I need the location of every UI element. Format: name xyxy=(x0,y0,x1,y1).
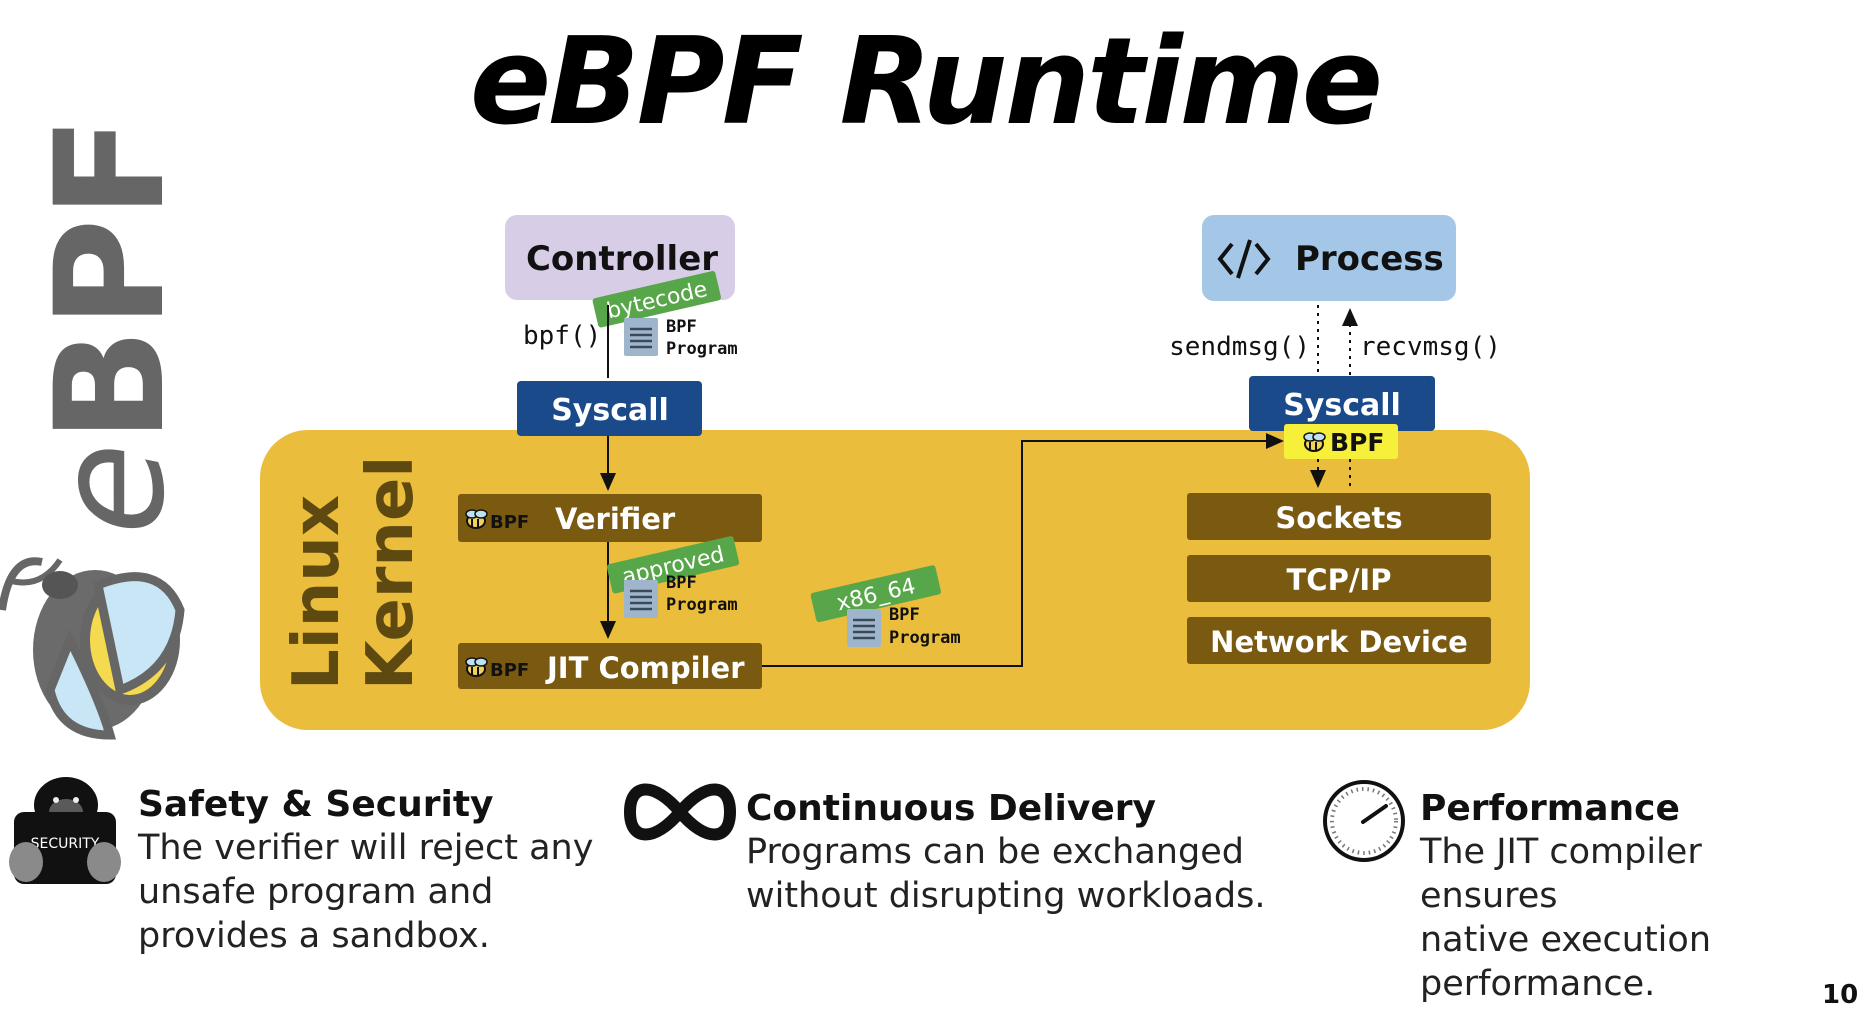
controller-label: Controller xyxy=(526,239,718,279)
feature-text-safety: The verifier will reject any unsafe prog… xyxy=(138,828,594,956)
syscall-label-left: Syscall xyxy=(551,393,669,428)
verifier-label: Verifier xyxy=(555,502,676,536)
logo-e: e xyxy=(24,443,198,535)
svg-text:BPF: BPF xyxy=(666,573,697,593)
verifier-box xyxy=(458,494,762,542)
bpf-badge: BPF xyxy=(490,512,529,533)
page-title: eBPF Runtime xyxy=(469,13,1383,152)
security-gorilla-icon: SECURITY xyxy=(9,777,121,884)
bpf-program-document-1: BPF Program xyxy=(622,316,738,359)
sendmsg-label: sendmsg() xyxy=(1169,332,1310,362)
svg-text:BPF: BPF xyxy=(666,317,697,337)
svg-text:eBPF: eBPF xyxy=(24,116,198,535)
jit-compiler-label: JIT Compiler xyxy=(545,651,745,685)
infinity-icon xyxy=(623,783,737,841)
bpf-program-document-3: BPF Program xyxy=(845,605,961,649)
sockets-box xyxy=(1187,493,1491,540)
speedometer-icon xyxy=(1323,780,1405,862)
svg-text:Program: Program xyxy=(666,595,738,615)
kernel-label-line1: Linux xyxy=(280,495,354,690)
network-device-label: Network Device xyxy=(1210,625,1468,659)
jit-to-hook-arrow xyxy=(762,433,1284,667)
recvmsg-label: recvmsg() xyxy=(1360,332,1501,362)
kernel-label-line2: Kernel xyxy=(354,456,428,690)
document-icon xyxy=(845,607,883,649)
tcp-ip-label: TCP/IP xyxy=(1287,563,1392,597)
svg-text:BPF: BPF xyxy=(889,605,920,625)
jit-compiler-box xyxy=(458,643,762,689)
bee-icon xyxy=(1303,432,1326,452)
document-icon xyxy=(622,578,660,620)
tcp-ip-box xyxy=(1187,555,1491,602)
feature-text-delivery: Programs can be exchanged without disrup… xyxy=(746,832,1266,916)
bee-logo-icon xyxy=(0,557,185,740)
syscall-box-right xyxy=(1249,376,1435,431)
process-box xyxy=(1202,215,1456,301)
bee-icon xyxy=(465,657,488,677)
syscall-label-right: Syscall xyxy=(1283,388,1401,423)
bpf-program-document-2: BPF Program xyxy=(622,573,738,620)
syscall-box-left xyxy=(517,381,702,436)
feature-title-safety: Safety & Security xyxy=(138,784,494,825)
svg-text:Program: Program xyxy=(666,339,738,359)
sockets-label: Sockets xyxy=(1275,501,1402,535)
bpf-syscall-label: bpf() xyxy=(523,321,601,351)
slide-number: 10 xyxy=(1822,980,1858,1010)
feature-text-performance: The JIT compiler ensures native executio… xyxy=(1420,832,1712,1004)
document-icon xyxy=(622,316,660,358)
controller-box xyxy=(505,215,735,300)
feature-title-delivery: Continuous Delivery xyxy=(746,788,1156,829)
network-device-box xyxy=(1187,617,1491,664)
ebpf-logo: eBPF xyxy=(0,116,198,740)
bpf-badge: BPF xyxy=(490,660,529,681)
process-label: Process xyxy=(1295,239,1444,279)
bee-icon xyxy=(465,509,488,529)
feature-title-performance: Performance xyxy=(1420,788,1680,829)
bpf-hook-label: BPF xyxy=(1330,428,1384,457)
code-icon xyxy=(1217,239,1271,279)
svg-text:SECURITY: SECURITY xyxy=(31,836,100,852)
svg-text:Program: Program xyxy=(889,628,961,648)
